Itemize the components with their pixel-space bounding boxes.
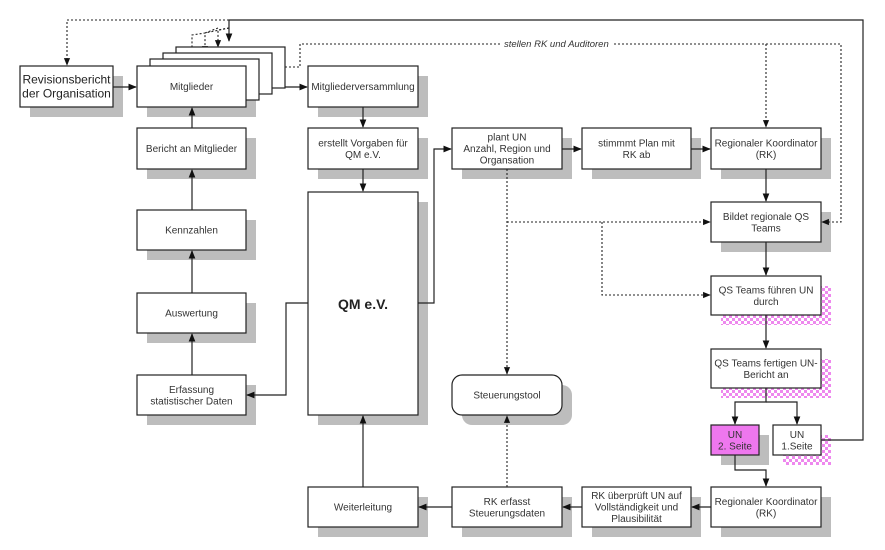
node-label: Regionaler Koordinator (715, 497, 819, 508)
node-box (136, 127, 247, 170)
node-weiterleitung[interactable]: Weiterleitung (307, 486, 419, 528)
node-box (772, 424, 822, 456)
node-label: Steuerungstool (473, 391, 540, 402)
edge-fertigen-to-un1 (766, 401, 801, 425)
node-box (710, 424, 760, 456)
edge-label-bg (500, 38, 612, 50)
node-box (710, 348, 822, 389)
node-label: durch (753, 297, 778, 308)
node-box (581, 127, 692, 170)
node-box (451, 374, 563, 416)
edge-plant-to-fuehren (601, 222, 711, 299)
node-label: RK ab (623, 150, 651, 161)
node-label: Auswertung (165, 309, 218, 320)
node-box (710, 127, 822, 170)
node-label: 1.Seite (781, 441, 813, 452)
node-rk-bottom[interactable]: Regionaler Koordinator(RK) (710, 486, 822, 528)
node-un2[interactable]: UN2. Seite (710, 424, 760, 456)
node-auswertung[interactable]: Auswertung (136, 292, 247, 334)
node-box (307, 191, 419, 416)
node-label: Mitgliederversammlung (311, 82, 414, 93)
node-label: (RK) (756, 508, 777, 519)
node-label: RK erfasst (484, 497, 531, 508)
node-label: Weiterleitung (334, 503, 392, 514)
node-fertigen[interactable]: QS Teams fertigen UN-Bericht an (710, 348, 822, 389)
node-label: Revisionsbericht (22, 73, 111, 87)
edge-un1-to-mitglieder (225, 19, 864, 441)
edge-to-mitglieder-stack-3 (214, 27, 230, 48)
node-un1[interactable]: UN1.Seite (772, 424, 822, 456)
node-label: Vollständigkeit und (595, 503, 678, 514)
node-label: Bericht an Mitglieder (146, 144, 238, 155)
node-label: Steuerungsdaten (469, 508, 545, 519)
node-label: Mitglieder (170, 82, 214, 93)
node-label: Kennzahlen (165, 226, 218, 237)
edge-top-to-revision (63, 19, 229, 66)
edge-un2-to-rk (734, 455, 770, 487)
node-label: Plausibilität (611, 514, 662, 525)
node-label: QS Teams fertigen UN- (714, 358, 817, 369)
node-box (136, 292, 247, 334)
node-label: QM e.V. (338, 296, 388, 312)
node-label: der Organisation (22, 87, 111, 101)
node-label: QS Teams führen UN (719, 285, 814, 296)
node-box (710, 201, 822, 243)
node-steuerungstool[interactable]: Steuerungstool (451, 374, 563, 416)
edge-qm-to-erfassung (246, 302, 308, 399)
node-label: RK überprüft UN auf (591, 491, 682, 502)
node-box (581, 486, 692, 528)
node-label: Teams (751, 223, 780, 234)
node-box (451, 127, 563, 170)
node-box (451, 486, 563, 528)
connectors (113, 19, 864, 511)
node-box (710, 275, 822, 316)
node-label: Erfassung (169, 385, 214, 396)
node-box (307, 65, 419, 108)
node-label: stimmmt Plan mit (598, 138, 675, 149)
node-label: Organsation (480, 156, 534, 167)
node-box (307, 127, 419, 170)
edge-to-mitglieder-stack-2 (201, 27, 219, 54)
node-label: Anzahl, Region und (463, 144, 550, 155)
edge-label-stellen-rk: stellen RK und Auditoren (504, 39, 609, 50)
node-label: (RK) (756, 150, 777, 161)
node-mitgliederversammlung[interactable]: Mitgliederversammlung (307, 65, 419, 108)
node-mitglieder[interactable]: Mitglieder (136, 65, 247, 108)
edge-fertigen-to-un2 (731, 388, 767, 425)
node-box (19, 65, 114, 108)
node-label: Regionaler Koordinator (715, 138, 819, 149)
node-label: statistischer Daten (150, 396, 232, 407)
node-label: 2. Seite (718, 441, 752, 452)
edge-qm-to-plant (418, 145, 452, 304)
node-box (136, 374, 247, 416)
node-label: Bildet regionale QS (723, 212, 809, 223)
node-label: Bericht an (743, 370, 788, 381)
node-box (136, 65, 247, 108)
node-qm[interactable]: QM e.V. (307, 191, 419, 416)
node-kennzahlen[interactable]: Kennzahlen (136, 209, 247, 251)
node-box (710, 486, 822, 528)
node-bericht[interactable]: Bericht an Mitglieder (136, 127, 247, 170)
node-label: QM e.V. (345, 150, 381, 161)
node-box (136, 209, 247, 251)
node-label: erstellt Vorgaben für (318, 138, 408, 149)
node-box (307, 486, 419, 528)
node-label: UN (728, 430, 742, 441)
node-label: UN (790, 430, 804, 441)
node-rk-top[interactable]: Regionaler Koordinator(RK) (710, 127, 822, 170)
node-label: plant UN (488, 133, 527, 144)
